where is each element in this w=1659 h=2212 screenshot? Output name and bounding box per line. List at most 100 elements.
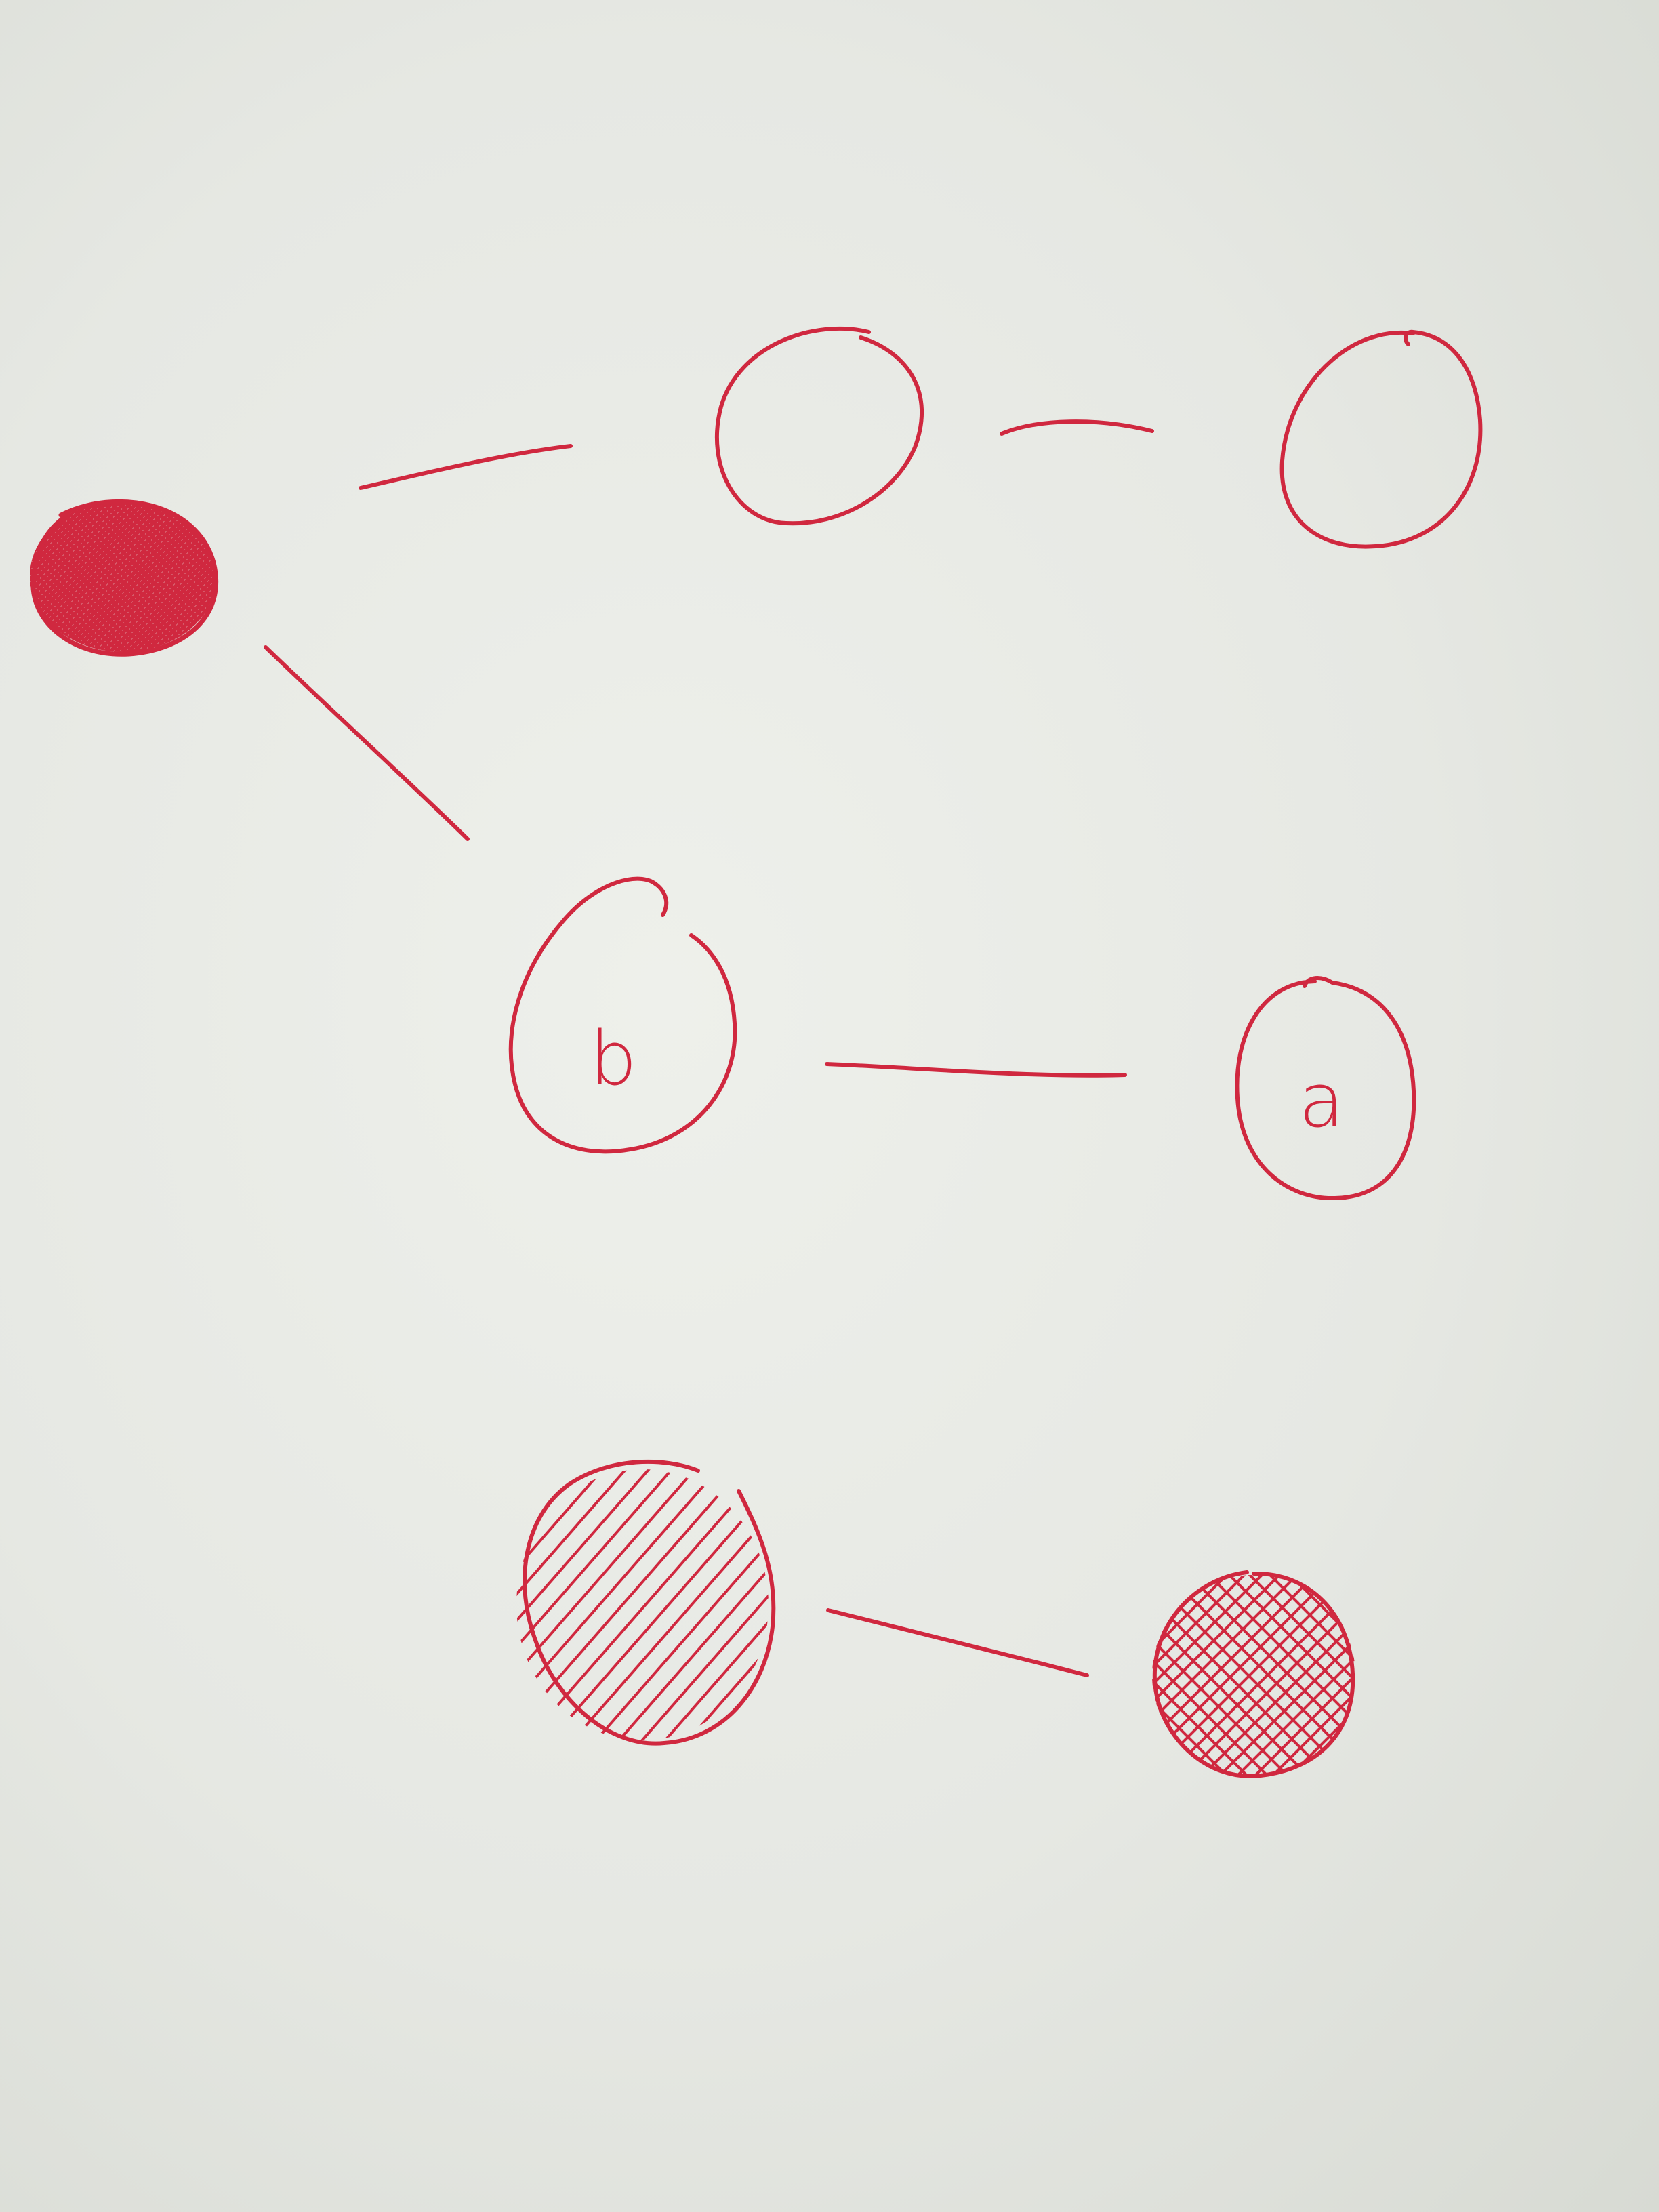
- fill-scribble-line: [117, 500, 217, 652]
- node-bottom-left-hatched: [0, 1450, 776, 1776]
- hatch-line: [0, 1450, 205, 1776]
- hatch-line: [0, 1450, 136, 1776]
- fill-scribble-line: [357, 488, 574, 705]
- fill-scribble-line: [320, 488, 537, 705]
- fill-scribble-line: [42, 500, 217, 652]
- hatch-line: [0, 1450, 228, 1776]
- hatch-line: [1334, 1575, 1355, 1776]
- fill-scribble-line: [0, 488, 5, 705]
- hatch-line: [1174, 1575, 1355, 1776]
- hatch-line: [516, 1469, 529, 1740]
- hatch-line: [1152, 1575, 1227, 1776]
- fill-scribble-line: [206, 500, 217, 652]
- hatch-line: [58, 1450, 343, 1776]
- edges: [264, 419, 1154, 1677]
- node-middle-b-outline-tail: [649, 879, 669, 917]
- fill-scribble-line: [283, 488, 499, 705]
- fill-scribble-line: [98, 500, 217, 652]
- fill-scribble-line: [30, 500, 217, 652]
- fill-scribble-line: [0, 488, 7, 705]
- node-top-mid-outline: [714, 326, 924, 526]
- fill-scribble-line: [335, 488, 552, 705]
- fill-scribble-line: [409, 488, 626, 705]
- fill-scribble-line: [30, 500, 123, 652]
- hatch-line: [127, 1450, 412, 1776]
- hatch-line: [699, 1559, 943, 1803]
- hatch-line: [104, 1450, 389, 1776]
- hatch-line: [1244, 1575, 1355, 1776]
- hatch-line: [1152, 1575, 1336, 1776]
- hatch-line: [610, 1469, 769, 1740]
- fill-scribble-line: [30, 500, 181, 652]
- fill-scribble-line: [30, 500, 32, 652]
- fill-scribble-line: [49, 500, 217, 652]
- fill-scribble-line: [146, 500, 217, 652]
- hatch-line: [1232, 1575, 1355, 1776]
- hatch-line: [888, 1559, 1132, 1803]
- hatch-line: [1171, 1575, 1355, 1776]
- hatch-line: [1191, 1575, 1355, 1776]
- hatch-line: [516, 1469, 736, 1740]
- hatch-line: [679, 1469, 769, 1740]
- fill-scribble-line: [79, 500, 217, 652]
- hatch-line: [1152, 1575, 1255, 1776]
- hatch-line: [12, 1450, 297, 1776]
- hatch-line: [516, 1469, 575, 1740]
- fill-scribble-line: [139, 500, 217, 652]
- hatch-line: [827, 1559, 1071, 1803]
- hatch-line: [752, 1559, 996, 1803]
- hatch-line: [1152, 1575, 1235, 1776]
- fill-scribble-line: [213, 500, 217, 652]
- node-bottom-left-outline: [523, 1459, 776, 1746]
- hatch-line: [1152, 1575, 1275, 1776]
- hatch-line: [1396, 1559, 1640, 1803]
- fill-scribble-line: [30, 500, 159, 652]
- hatch-line: [1354, 1575, 1355, 1776]
- hatch-line: [1212, 1575, 1355, 1776]
- fill-scribble-line: [61, 500, 217, 652]
- hatch-line: [806, 1559, 1050, 1803]
- edge-topleft-topmid: [359, 444, 573, 490]
- hatch-line: [1152, 1575, 1174, 1776]
- hatch-line: [1273, 1575, 1355, 1776]
- fill-scribble-line: [57, 500, 217, 652]
- fill-scribble-line: [30, 500, 151, 652]
- edge-bottomleft-bottomright: [826, 1608, 1089, 1677]
- fill-scribble-line: [380, 488, 596, 705]
- hatch-line: [1152, 1575, 1355, 1776]
- hatch-line: [1498, 1559, 1659, 1803]
- hatch-line: [1152, 1575, 1156, 1776]
- fill-scribble-line: [223, 488, 440, 705]
- hatch-line: [1152, 1575, 1332, 1776]
- fill-scribble-line: [131, 500, 217, 652]
- hatch-line: [1152, 1575, 1355, 1776]
- hatch-line: [1579, 1559, 1659, 1803]
- fill-scribble-line: [109, 500, 217, 652]
- fill-scribble-line: [0, 488, 15, 705]
- hatch-line: [516, 1469, 667, 1740]
- fill-scribble-line: [30, 500, 129, 652]
- hatch-line: [725, 1559, 969, 1803]
- hatch-line: [197, 1450, 481, 1776]
- hatch-line: [633, 1469, 769, 1740]
- fill-scribble-line: [268, 488, 485, 705]
- hatch-line: [1437, 1559, 1659, 1803]
- fill-scribble-line: [298, 488, 514, 705]
- fill-scribble-line: [245, 488, 462, 705]
- fill-scribble-line: [191, 500, 217, 652]
- hatch-line: [1350, 1575, 1355, 1776]
- hatch-line: [823, 1559, 1067, 1803]
- hatch-line: [1518, 1559, 1659, 1803]
- fill-scribble-line: [30, 500, 188, 652]
- hatch-line: [1152, 1575, 1153, 1776]
- hatch-line: [516, 1469, 713, 1740]
- hatch-line: [1152, 1575, 1296, 1776]
- fill-scribble-line: [238, 488, 455, 705]
- hatch-line: [1416, 1559, 1659, 1803]
- node-bottom-right-crosshatched: [699, 1559, 1659, 1803]
- hatch-line: [564, 1469, 769, 1740]
- fill-scribble-line: [365, 488, 581, 705]
- hatch-line: [717, 1559, 961, 1803]
